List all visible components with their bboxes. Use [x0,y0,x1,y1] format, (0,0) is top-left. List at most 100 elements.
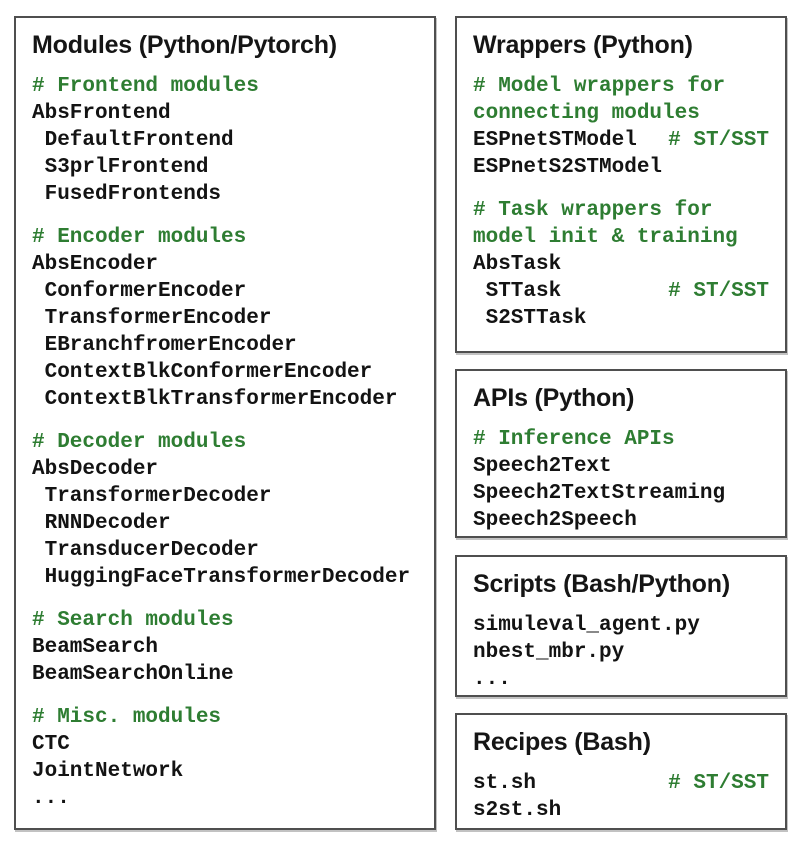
comment-text: # Misc. modules [32,706,222,729]
blank-line [32,413,418,429]
comment-line: # Inference APIs [473,426,769,453]
comment-text: # Decoder modules [32,431,247,454]
inline-comment: # ST/SST [668,280,769,303]
comment-line: # Search modules [32,607,418,634]
code-text: ESPnetS2STModel [473,156,663,179]
comment-line: connecting modules [473,100,769,127]
panel-wrappers-title: Wrappers (Python) [473,31,693,59]
code-line: ... [32,785,418,812]
panel-apis-title: APIs (Python) [473,384,635,412]
comment-text: # Inference APIs [473,428,675,451]
code-line: S2STTask [473,305,769,332]
panel-recipes-code-listing: st.sh # ST/SST s2st.sh [473,770,769,824]
code-line: EBranchfromerEncoder [32,332,418,359]
code-line: Speech2Speech [473,507,769,534]
blank-line [32,688,418,704]
code-line: nbest_mbr.py [473,639,769,666]
code-line: ... [473,666,769,693]
code-text: JointNetwork [32,760,184,783]
code-text: Speech2Text [473,455,612,478]
panel-scripts: Scripts (Bash/Python) simuleval_agent.py… [455,555,787,697]
code-text: EBranchfromerEncoder [32,334,297,357]
comment-text: # Search modules [32,609,234,632]
code-line: RNNDecoder [32,510,418,537]
code-text: nbest_mbr.py [473,641,625,664]
comment-line: # Misc. modules [32,704,418,731]
comment-line: # Decoder modules [32,429,418,456]
code-line: DefaultFrontend [32,127,418,154]
code-text: s2st.sh [473,799,562,822]
code-line: CTC [32,731,418,758]
code-text: ContextBlkConformerEncoder [32,361,373,384]
code-text: TransformerDecoder [32,485,272,508]
panel-modules: Modules (Python/Pytorch) # Frontend modu… [14,16,436,830]
code-text: BeamSearchOnline [32,663,234,686]
code-line: s2st.sh [473,797,769,824]
code-line: simuleval_agent.py [473,612,769,639]
code-text: simuleval_agent.py [473,614,700,637]
code-line: ESPnetSTModel# ST/SST [473,127,769,154]
comment-line: model init & training [473,224,769,251]
code-text: Speech2Speech [473,509,637,532]
code-text: FusedFrontends [32,183,222,206]
code-text: ConformerEncoder [32,280,247,303]
inline-comment: # ST/SST [668,129,769,152]
panel-scripts-code-listing: simuleval_agent.py nbest_mbr.py... [473,612,769,693]
comment-line: # Model wrappers for [473,73,769,100]
code-line: TransformerDecoder [32,483,418,510]
code-text: RNNDecoder [32,512,171,535]
code-line: TransformerEncoder [32,305,418,332]
code-line: BeamSearch [32,634,418,661]
code-line: AbsEncoder [32,251,418,278]
code-text: CTC [32,733,70,756]
comment-text: # Task wrappers for [473,199,713,222]
comment-text: # Encoder modules [32,226,247,249]
code-line: STTask # ST/SST [473,278,769,305]
code-text: AbsEncoder [32,253,159,276]
code-line: ESPnetS2STModel [473,154,769,181]
code-text: TransformerEncoder [32,307,272,330]
comment-line: # Frontend modules [32,73,418,100]
code-line: FusedFrontends [32,181,418,208]
code-text: HuggingFaceTransformerDecoder [32,566,411,589]
blank-line [32,208,418,224]
code-text: BeamSearch [32,636,159,659]
code-line: HuggingFaceTransformerDecoder [32,564,418,591]
code-text: ... [32,787,70,810]
code-text: AbsDecoder [32,458,159,481]
code-line: AbsDecoder [32,456,418,483]
code-text: AbsFrontend [32,102,171,125]
code-line: TransducerDecoder [32,537,418,564]
comment-line: # Encoder modules [32,224,418,251]
code-text: ... [473,668,511,691]
code-text: ContextBlkTransformerEncoder [32,388,398,411]
code-line: ConformerEncoder [32,278,418,305]
comment-text: # Frontend modules [32,75,259,98]
code-line: AbsFrontend [32,100,418,127]
inline-comment: # ST/SST [668,772,769,795]
code-text: AbsTask [473,253,562,276]
code-text: TransducerDecoder [32,539,259,562]
code-text: st.sh [473,772,537,795]
code-text: Speech2TextStreaming [473,482,726,505]
code-line: Speech2Text [473,453,769,480]
code-line: BeamSearchOnline [32,661,418,688]
code-text: S3prlFrontend [32,156,209,179]
comment-line: # Task wrappers for [473,197,769,224]
comment-text: model init & training [473,226,738,249]
code-line: st.sh # ST/SST [473,770,769,797]
panel-modules-title: Modules (Python/Pytorch) [32,31,337,59]
code-line: ContextBlkTransformerEncoder [32,386,418,413]
code-line: AbsTask [473,251,769,278]
code-line: Speech2TextStreaming [473,480,769,507]
code-line: ContextBlkConformerEncoder [32,359,418,386]
code-text: STTask [473,280,562,303]
panel-scripts-title: Scripts (Bash/Python) [473,570,730,598]
code-text: S2STTask [473,307,587,330]
